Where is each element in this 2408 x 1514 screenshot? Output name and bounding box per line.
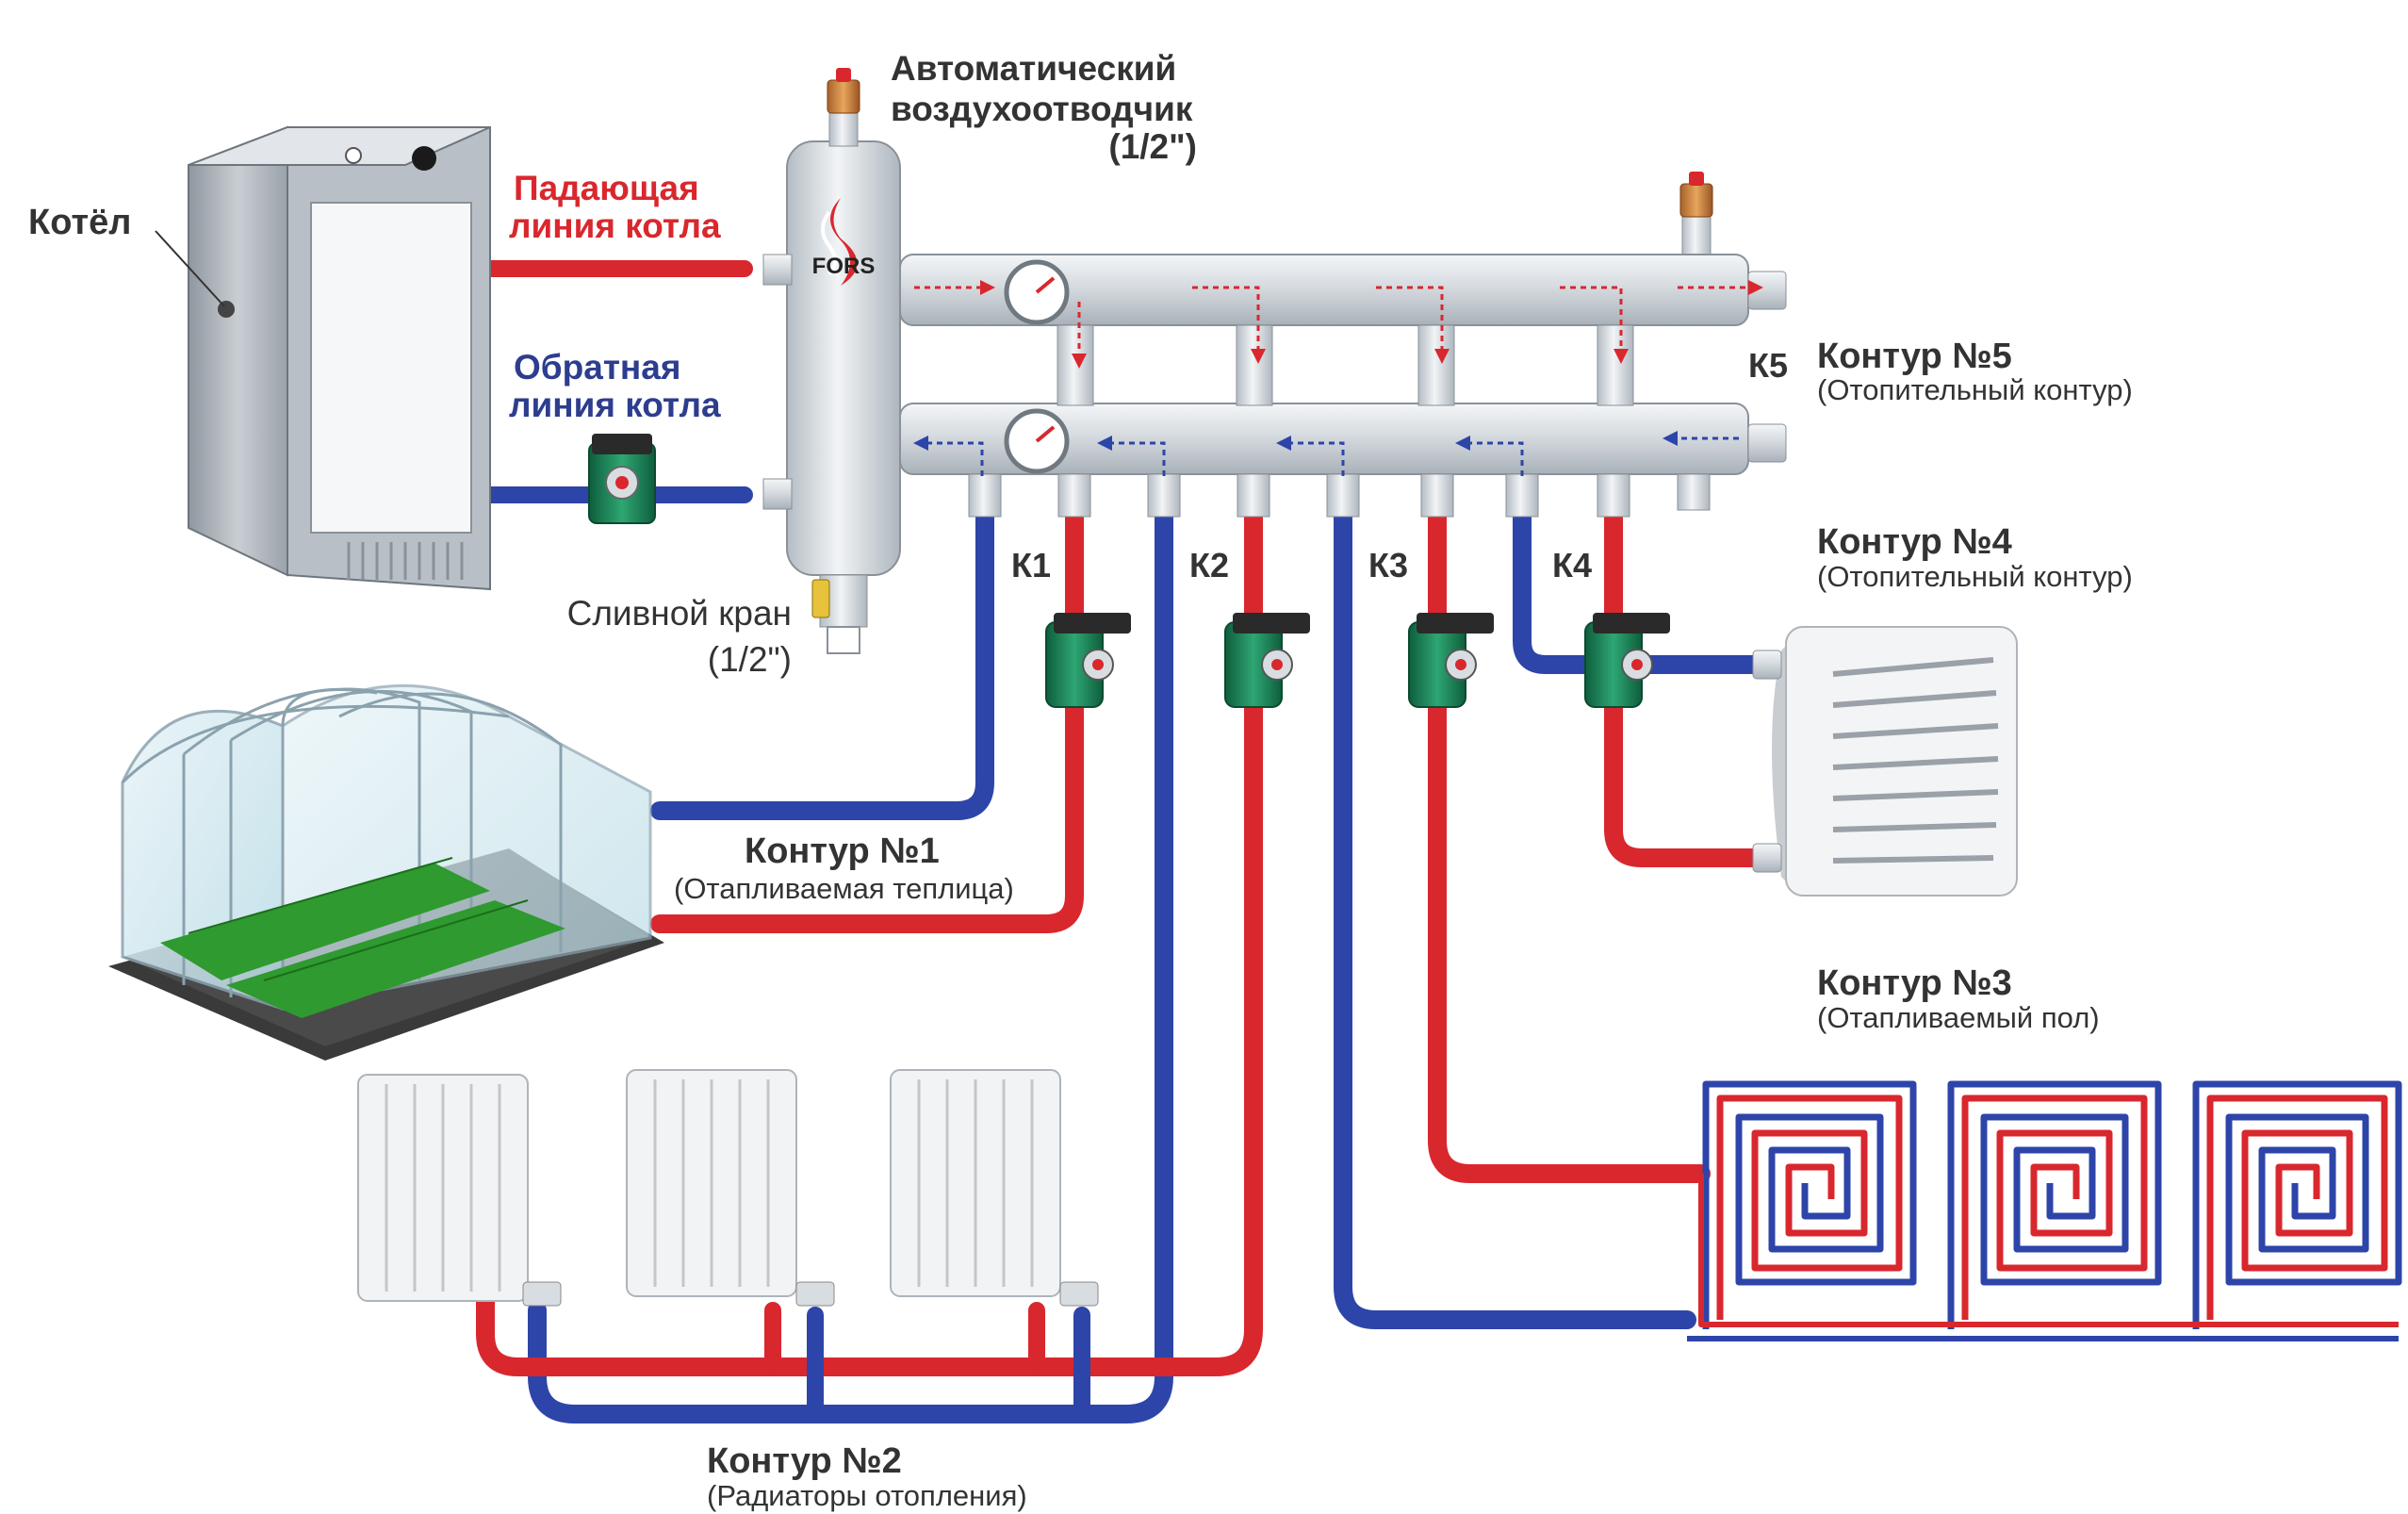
circuit-2-subtitle: (Радиаторы отопления) <box>707 1479 1027 1512</box>
k4-supply-pipe <box>1604 500 1777 867</box>
circuit-5-subtitle: (Отопительный контур) <box>1817 373 2133 406</box>
circuit-1-title: Контур №1 <box>745 831 940 871</box>
k3-label: К3 <box>1368 546 1408 584</box>
k3-supply-pipe <box>1428 500 1711 1183</box>
pressure-gauge-upper <box>1004 259 1070 325</box>
circuit-2-title: Контур №2 <box>707 1441 902 1481</box>
boiler-label: Котёл <box>28 203 131 242</box>
air-vent-label-1: Автоматический <box>891 49 1176 88</box>
drain-valve-label-1: Сливной кран <box>567 594 792 633</box>
k1-return-pipe <box>650 500 994 820</box>
pump-k4 <box>1584 613 1670 708</box>
floor-loop-1 <box>1702 1080 1917 1329</box>
drain-valve-label-2: (1/2") <box>708 640 792 679</box>
hydraulic-separator: FORS <box>762 140 901 654</box>
k4-label: К4 <box>1552 546 1592 584</box>
air-vent-label-3: (1/2") <box>1108 127 1197 166</box>
boiler-pointer-line <box>155 230 225 307</box>
k3-return-pipe <box>1334 500 1696 1329</box>
pump-k1 <box>1045 613 1131 708</box>
brand-label: FORS <box>812 254 876 279</box>
return-line-label-1: Обратная <box>514 348 680 387</box>
boiler <box>188 125 491 591</box>
pressure-gauge-lower <box>1004 408 1070 474</box>
air-vent-label-2: воздухоотводчик <box>891 90 1193 128</box>
circuit-4-title: Контур №4 <box>1817 522 2012 562</box>
circuit-1-subtitle: (Отапливаемая теплица) <box>674 872 1014 905</box>
circuit-4-subtitle: (Отопительный контур) <box>1817 560 2133 593</box>
k2-supply-pipe <box>476 500 1263 1376</box>
k1-label: К1 <box>1011 546 1051 584</box>
circuit-3-subtitle: (Отапливаемый пол) <box>1817 1001 2100 1034</box>
fan-heater <box>1752 626 2018 897</box>
k2-label: К2 <box>1189 546 1229 584</box>
distribution-manifold <box>899 254 1787 518</box>
k4-return-pipe <box>1513 500 1777 674</box>
k2-return-pipe <box>528 500 1173 1423</box>
radiator-3 <box>890 1069 1099 1307</box>
circuit-3-title: Контур №3 <box>1817 963 2012 1003</box>
air-vent-left <box>827 68 860 147</box>
supply-line-label-2: линия котла <box>509 206 721 245</box>
k1-supply-pipe <box>650 500 1084 933</box>
pump-k3 <box>1408 613 1494 708</box>
underfloor-heating-loops <box>1687 1080 2402 1341</box>
radiator-1 <box>357 1074 562 1307</box>
floor-loop-2 <box>1947 1080 2162 1329</box>
floor-loop-3 <box>2192 1080 2402 1329</box>
return-line-label-2: линия котла <box>509 386 721 424</box>
k5-label: К5 <box>1748 346 1788 385</box>
radiator-2 <box>626 1069 835 1307</box>
air-vent-right <box>1679 172 1713 258</box>
circuit-5-title: Контур №5 <box>1817 337 2012 376</box>
boiler-return-pump <box>588 434 656 524</box>
pump-k2 <box>1224 613 1310 708</box>
supply-line-label-1: Падающая <box>514 169 699 207</box>
greenhouse <box>108 683 664 1061</box>
